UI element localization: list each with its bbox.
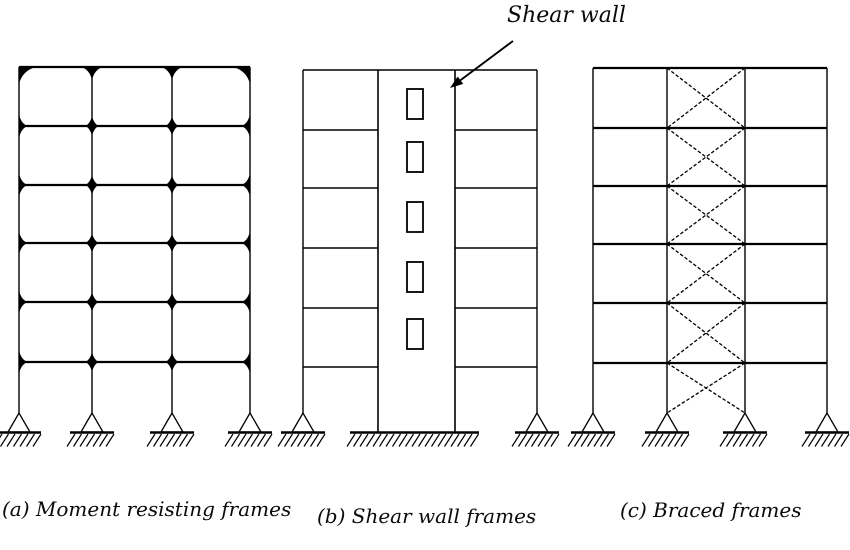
caption-braced-frames: (c) Braced frames bbox=[620, 498, 802, 522]
shear-wall-frame-drawing bbox=[277, 69, 560, 447]
moment-resisting-frame-drawing bbox=[0, 65, 273, 447]
shear-wall-annotation-arrow bbox=[450, 40, 514, 88]
caption-moment-resisting-frames: (a) Moment resisting frames bbox=[2, 497, 292, 521]
shear-wall-annotation-label: Shear wall bbox=[507, 3, 626, 28]
braced-frame-drawing bbox=[567, 66, 850, 447]
caption-shear-wall-frames: (b) Shear wall frames bbox=[317, 504, 537, 528]
